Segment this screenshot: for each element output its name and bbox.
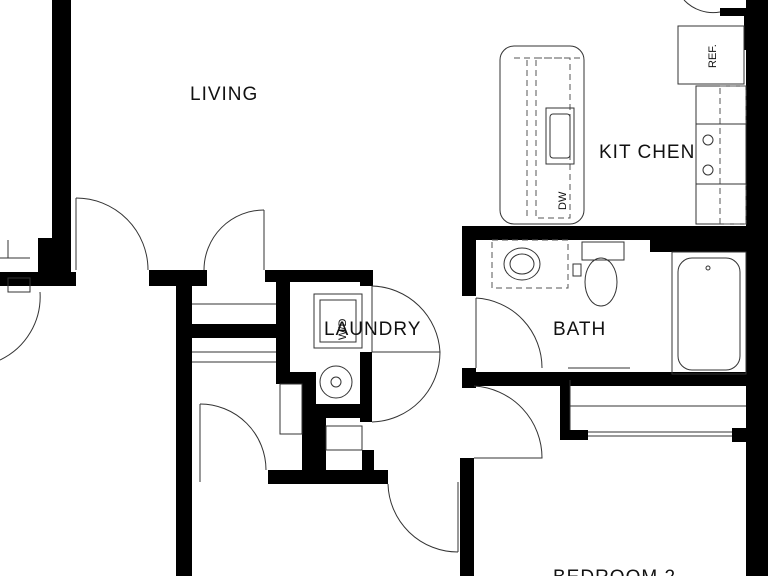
- kitchen-counter-right: [695, 85, 747, 225]
- casework: [0, 25, 747, 451]
- bath-sink: [503, 247, 541, 281]
- wall-hall-top: [149, 270, 207, 286]
- wall-living-left: [52, 0, 71, 285]
- wall-laundry-top: [265, 270, 373, 282]
- fixture-label-refrigerator: REF.: [707, 44, 719, 68]
- wall-bath-left-low: [462, 368, 476, 388]
- washer-dryer: [313, 293, 363, 349]
- door-top-right-swing: [683, 0, 721, 14]
- water-heater-inner: [330, 376, 342, 388]
- burner-1: [702, 134, 714, 146]
- doors: [0, 0, 721, 553]
- wall-laundry-bottom: [268, 470, 388, 484]
- room-label-bedroom: BEDROOM 2: [553, 567, 676, 576]
- wall-left-stub: [38, 238, 54, 272]
- room-label-laundry: LAUNDRY: [324, 319, 421, 340]
- wall-right-exterior: [746, 0, 768, 576]
- wall-bedroom-left: [460, 458, 474, 576]
- toilet-tank: [581, 241, 625, 261]
- kitchen-island: [499, 45, 585, 225]
- wall-bedroom-closet-bottom: [560, 430, 588, 440]
- refrigerator: [677, 25, 745, 85]
- bath-vanity: [491, 239, 569, 289]
- cooktop: [695, 123, 747, 185]
- wall-bath-top: [462, 226, 748, 240]
- toilet-bowl: [584, 257, 618, 307]
- wall-hall-left: [176, 280, 192, 576]
- kitchen-sink-basin: [549, 113, 571, 159]
- door-entry-swing: [75, 197, 149, 271]
- labels: LIVING KIT CHEN LAUNDRY BATH BEDROOM 2 R…: [190, 44, 719, 576]
- water-heater: [319, 365, 353, 399]
- counter-cabinet-dash: [719, 85, 747, 225]
- door-laundry-swing: [371, 285, 441, 353]
- closet-box: [279, 383, 303, 435]
- door-laundry-swing-2: [371, 351, 441, 423]
- bathtub-inner: [677, 257, 741, 371]
- toilet-paper: [572, 263, 582, 277]
- left-unit-fixture: [7, 277, 31, 293]
- door-hall-lower-swing: [473, 385, 543, 459]
- bathtub: [671, 251, 747, 375]
- wall-laundry-inner: [302, 372, 316, 482]
- bath-sink-inner: [509, 253, 535, 275]
- wall-laundry-mid: [314, 404, 364, 418]
- laundry-shelf: [325, 425, 363, 451]
- kitchen-sink: [545, 107, 575, 165]
- wall-kitchen-right-top: [744, 10, 768, 50]
- wall-bath-left: [462, 226, 476, 296]
- fixture-label-washer-dryer: W/D: [337, 319, 349, 340]
- wall-hall-bottom-left: [176, 324, 276, 338]
- door-hall-swing: [203, 209, 265, 271]
- room-label-kitchen: KIT CHEN: [599, 142, 695, 163]
- burner-2: [702, 164, 714, 176]
- wall-laundry-right: [360, 270, 373, 286]
- tub-drain: [705, 265, 711, 271]
- wall-entry-bottom-left: [0, 272, 76, 286]
- fixture-label-dishwasher: DW: [557, 191, 569, 210]
- wall-top-right-stub: [720, 8, 748, 16]
- door-bedroom-swing: [387, 483, 459, 553]
- wall-closet-left: [316, 418, 326, 482]
- wall-laundry-mid-right: [360, 352, 372, 422]
- wall-bedroom-closet-stub: [560, 380, 570, 440]
- door-bath-swing: [475, 297, 543, 369]
- wall-laundry-left: [276, 280, 290, 384]
- washer-dryer-inner: [319, 299, 357, 343]
- door-left-unit-swing: [0, 291, 41, 361]
- wall-bedroom-closet-right: [732, 428, 748, 442]
- door-closet-swing: [199, 403, 267, 471]
- room-label-bath: BATH: [553, 319, 606, 340]
- room-label-living: LIVING: [190, 84, 258, 105]
- wall-bath-top-right: [650, 238, 748, 252]
- wall-bath-bottom: [462, 372, 748, 386]
